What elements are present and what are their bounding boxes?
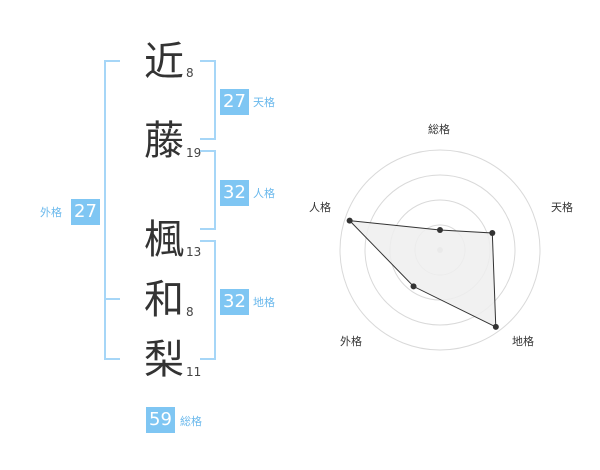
soukaku-value: 59 — [146, 407, 175, 433]
jinkaku-bracket — [200, 150, 216, 230]
radar-axis-label-4: 外格 — [340, 335, 362, 348]
radar-grid-ring-3 — [364, 174, 516, 326]
gaikaku-bracket — [104, 60, 120, 360]
gaikaku-bracket-divider — [104, 298, 120, 300]
radar-axis-label-1: 総格 — [428, 123, 450, 136]
stroke-count-1: 8 — [186, 66, 194, 80]
radar-point-1 — [437, 227, 443, 233]
radar-point-5 — [346, 217, 353, 224]
name-char-2: 藤 — [144, 118, 184, 164]
radar-point-4 — [410, 283, 417, 290]
radar-point-2 — [489, 230, 496, 237]
stroke-count-5: 11 — [186, 365, 202, 379]
tenkaku-bracket — [200, 60, 216, 140]
tenkaku-value: 27 — [220, 89, 249, 115]
radar-axis-label-3: 地格 — [512, 335, 534, 348]
stroke-count-2: 19 — [186, 146, 202, 160]
jinkaku-value: 32 — [220, 180, 249, 206]
name-char-1: 近 — [144, 39, 184, 85]
radar-series — [346, 217, 499, 330]
soukaku-label: 総格 — [180, 415, 202, 428]
radar-axis-label-2: 天格 — [551, 201, 573, 214]
chikaku-label: 地格 — [253, 296, 275, 309]
stroke-count-3: 13 — [186, 245, 202, 259]
name-char-4: 和 — [144, 277, 184, 323]
chikaku-bracket — [200, 240, 216, 360]
name-char-5: 梨 — [144, 337, 184, 383]
tenkaku-label: 天格 — [253, 96, 275, 109]
name-char-3: 楓 — [144, 217, 184, 263]
radar-point-3 — [492, 323, 499, 330]
radar-axis-label-5: 人格 — [309, 201, 331, 214]
radar-grid-ring-4 — [339, 149, 541, 351]
gaikaku-value: 27 — [71, 199, 100, 225]
radar-series-polygon — [348, 219, 497, 328]
stroke-count-4: 8 — [186, 305, 194, 319]
chikaku-value: 32 — [220, 289, 249, 315]
jinkaku-label: 人格 — [253, 187, 275, 200]
gaikaku-label: 外格 — [40, 206, 62, 219]
